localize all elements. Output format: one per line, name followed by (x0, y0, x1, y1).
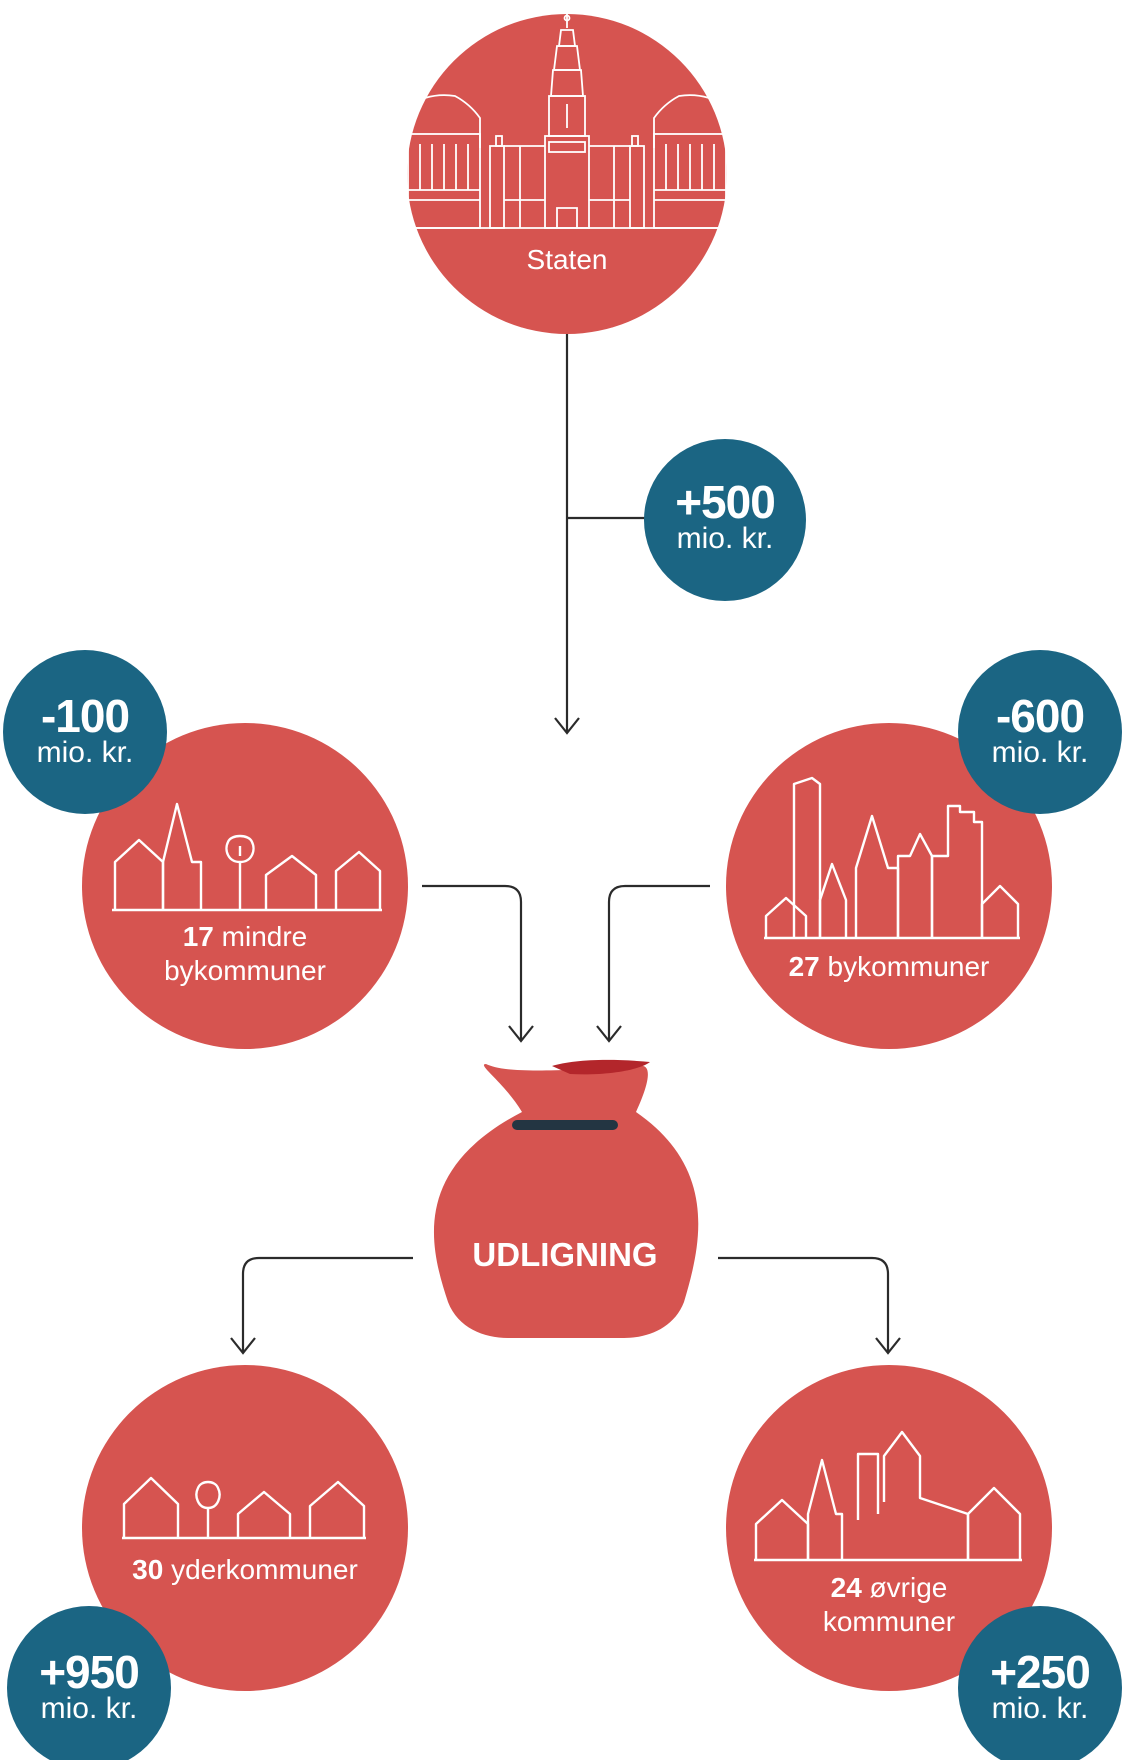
badge-yder (7, 1606, 171, 1760)
bag-label: UDLIGNING (472, 1236, 658, 1273)
node-bykommuner (726, 723, 1052, 1049)
city-skyline-icon (764, 776, 1020, 940)
badge-staten-text: +500 mio. kr. (645, 476, 805, 555)
parliament-building-icon (404, 12, 730, 229)
town-icon (754, 1430, 1022, 1562)
badge-mindre-amount: -100 (40, 690, 130, 742)
node-yderkommuner (82, 1365, 408, 1691)
badge-ovrige-unit: mio. kr. (991, 1692, 1089, 1725)
label-by-number: 27 (788, 951, 820, 982)
badge-yder-amount: +950 (39, 1646, 140, 1698)
node-mindre-bykommuner (82, 723, 408, 1049)
badge-by-text: -600 mio. kr. (960, 690, 1120, 769)
label-mindre-bykommuner: 17 mindre bykommuner (164, 921, 326, 986)
connector-staten-to-bag (554, 332, 580, 735)
badge-staten (644, 439, 806, 601)
badge-ovrige (958, 1606, 1122, 1760)
badge-staten-unit: mio. kr. (676, 522, 774, 555)
label-mindre-number: 17 (182, 921, 214, 952)
connector-bag-to-yder (230, 1256, 413, 1355)
badge-mindre-unit: mio. kr. (36, 736, 134, 769)
label-ovrige-number: 24 (830, 1572, 862, 1603)
connectors (230, 332, 901, 1355)
badge-by-unit: mio. kr. (991, 736, 1089, 769)
badge-ovrige-amount: +250 (990, 1646, 1091, 1698)
badge-by (958, 650, 1122, 814)
label-yderkommuner: 30 yderkommuner (132, 1554, 358, 1585)
badge-yder-unit: mio. kr. (40, 1692, 138, 1725)
badge-mindre (3, 650, 167, 814)
node-staten (407, 14, 727, 334)
label-staten: Staten (526, 244, 608, 275)
badge-yder-text: +950 mio. kr. (9, 1646, 169, 1725)
badge-by-amount: -600 (995, 690, 1085, 742)
connector-by-to-bag (596, 884, 710, 1043)
small-town-icon (112, 802, 382, 912)
node-ovrige-kommuner (726, 1365, 1052, 1691)
connector-mindre-to-bag (422, 884, 534, 1043)
connector-bag-to-ovrige (718, 1256, 901, 1355)
rural-houses-icon (122, 1476, 366, 1540)
badge-mindre-text: -100 mio. kr. (5, 690, 165, 769)
label-yder-number: 30 (132, 1554, 164, 1585)
badge-ovrige-text: +250 mio. kr. (960, 1646, 1120, 1725)
money-bag-icon (433, 1059, 699, 1338)
badge-staten-amount: +500 (675, 476, 776, 528)
label-bykommuner: 27 bykommuner (788, 951, 990, 982)
label-ovrige-kommuner: 24 øvrige kommuner (822, 1572, 956, 1637)
